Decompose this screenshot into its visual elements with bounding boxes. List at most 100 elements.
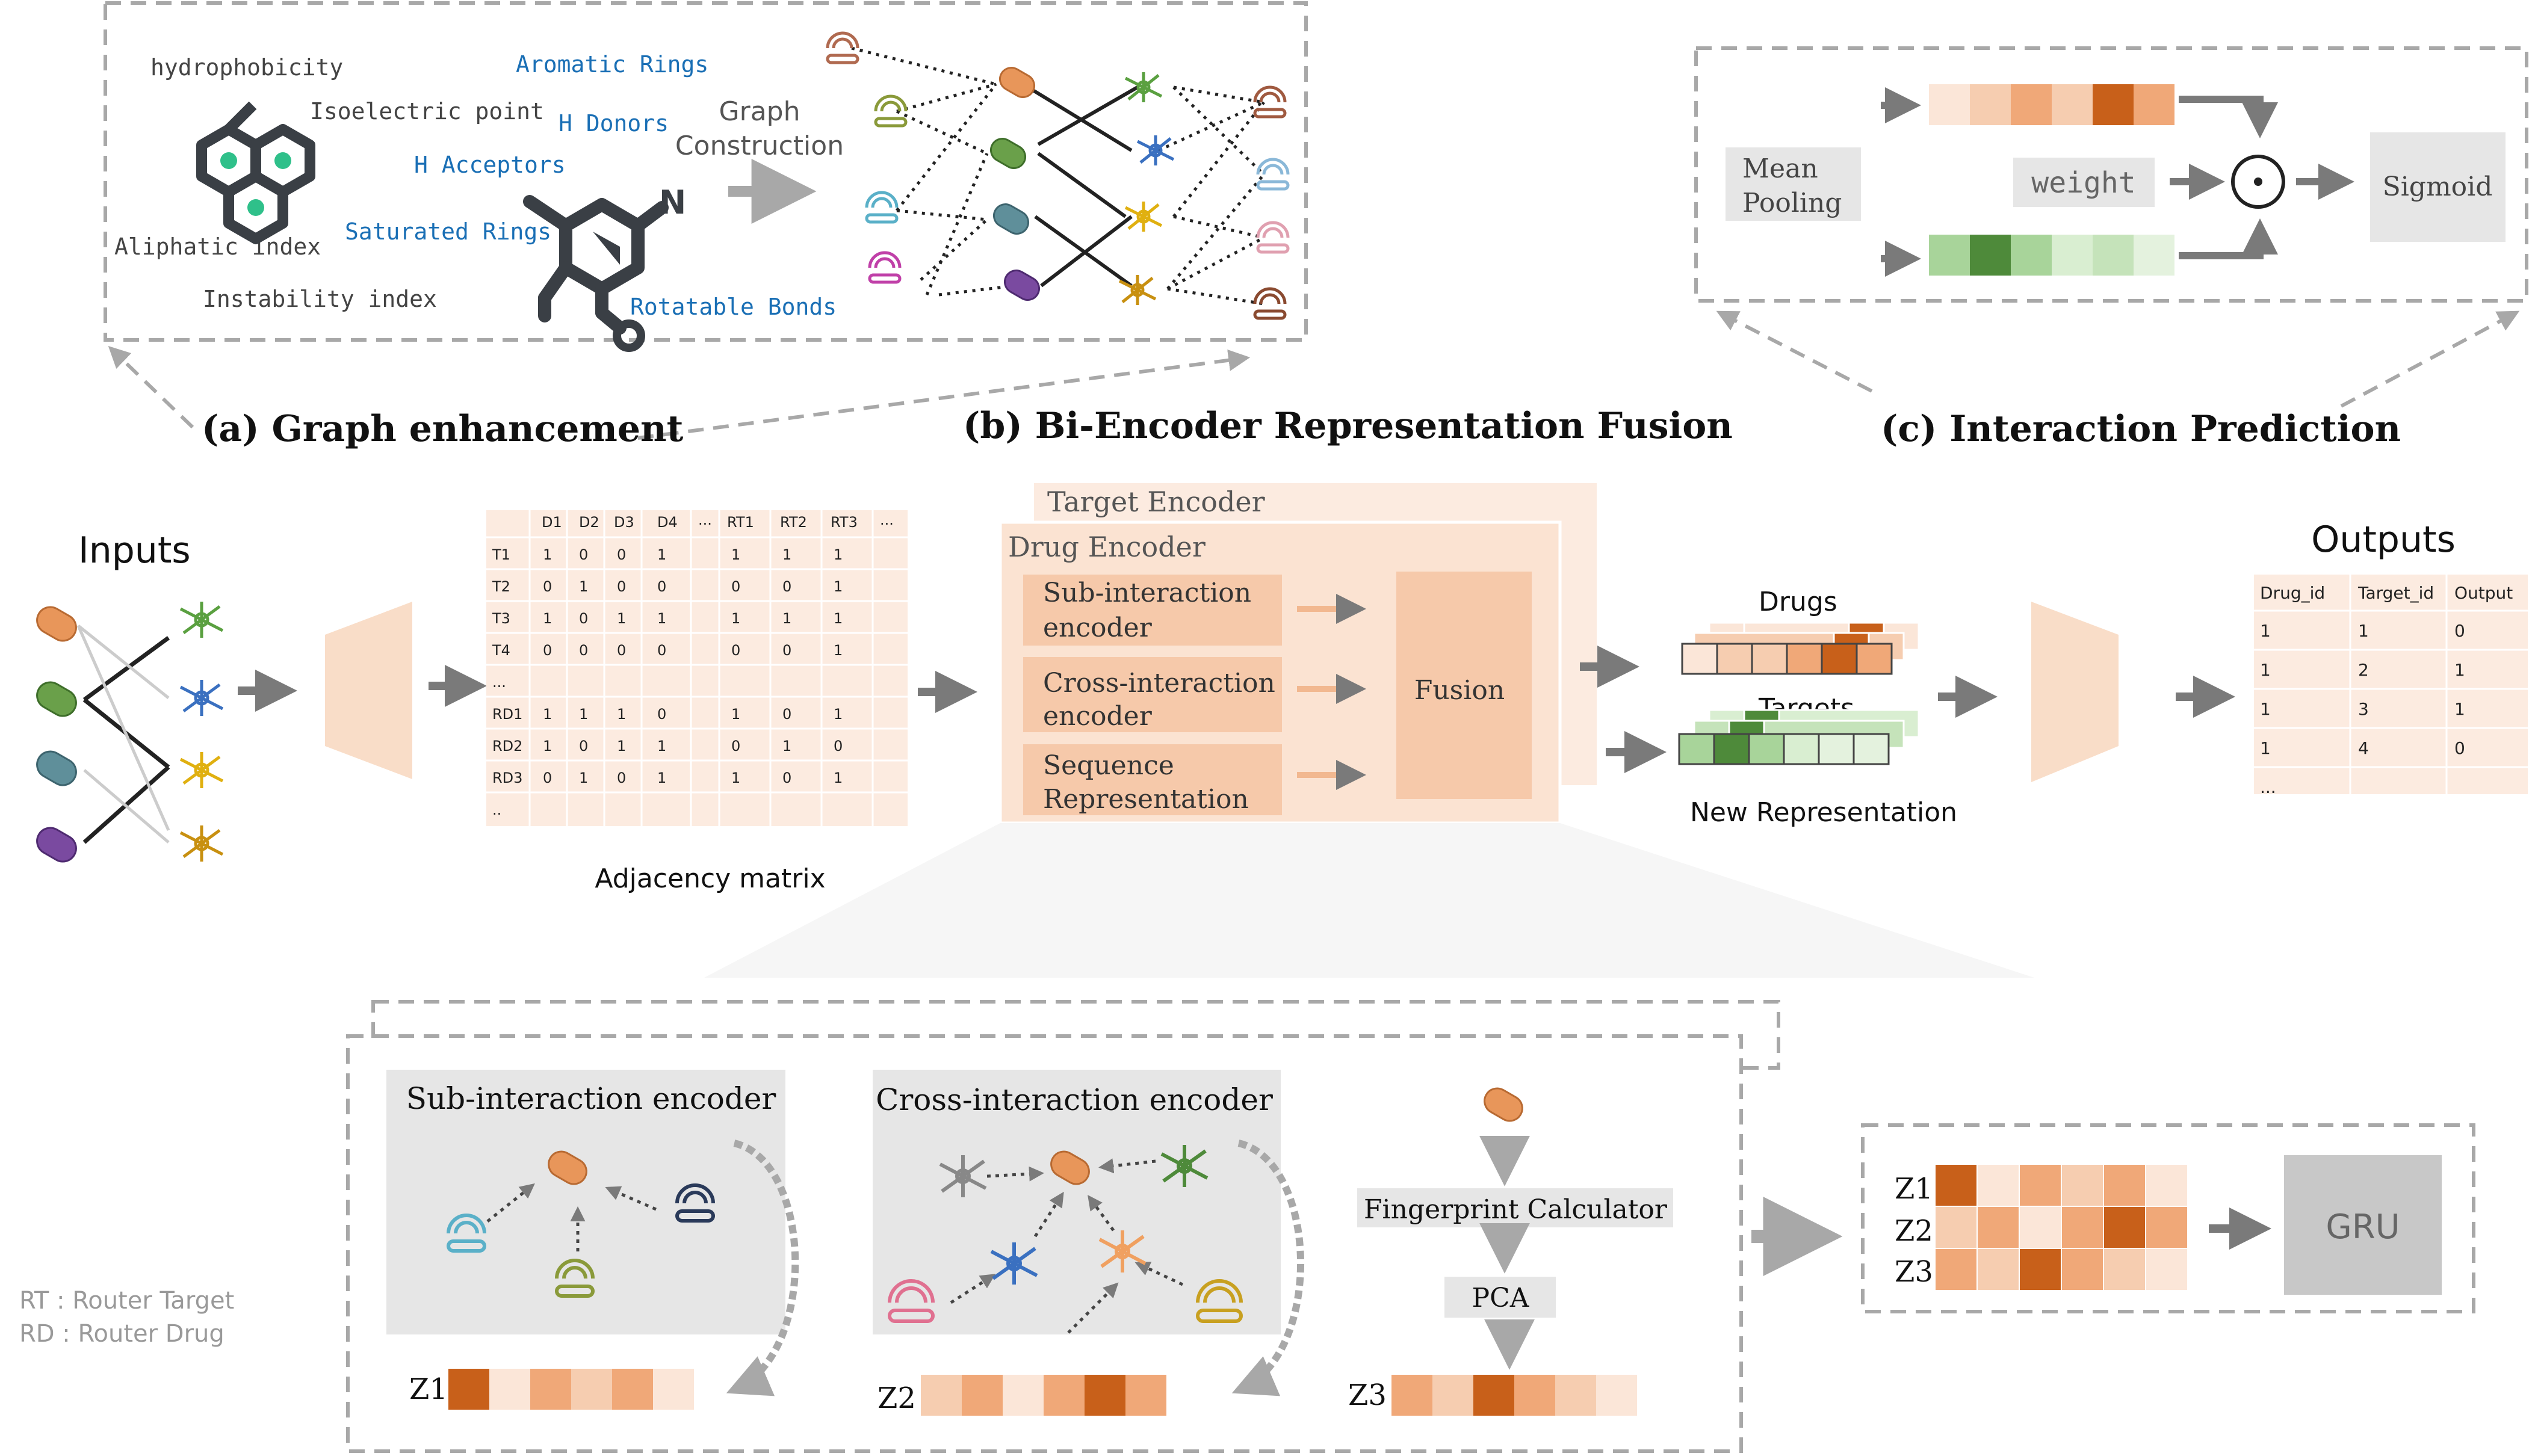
adj-cell: 1: [834, 642, 843, 659]
input-encoder-trapezoid: [325, 602, 412, 779]
gru-stacked-vectors: [1934, 1164, 2188, 1291]
adj-cell: 1: [731, 706, 740, 723]
outputs-cell: 1: [2260, 660, 2271, 680]
panel-a-dashed-box: [104, 1, 1308, 342]
adj-row-label: ..: [492, 801, 501, 818]
input-pill-orange: [36, 606, 77, 642]
outputs-cell: 1: [2260, 738, 2271, 758]
feature-h-donors: H Donors: [559, 110, 669, 137]
cross-encoder-dotted-arrows: [950, 1158, 1184, 1334]
protein-icon-green: [1124, 72, 1163, 102]
outputs-header: Drug_id Target_id Output: [2260, 583, 2513, 603]
router-icon-brown: [826, 31, 859, 64]
fingerprint-calculator-label: Fingerprint Calculator: [1364, 1194, 1668, 1225]
input-pill-purple: [36, 827, 77, 863]
router-icon-magenta: [868, 251, 902, 284]
sub-encoder-curved-arrow: [726, 1140, 799, 1396]
weight-box: [2013, 158, 2155, 207]
fusion-box: [1396, 572, 1532, 799]
adj-cell: 1: [543, 610, 552, 627]
sub-interaction-module: [1023, 575, 1282, 646]
graph-construction-label-1: Graph: [719, 96, 800, 127]
adj-cell: 0: [782, 642, 791, 659]
fusion-label: Fusion: [1414, 675, 1505, 706]
feature-aromatic-rings: Aromatic Rings: [516, 51, 708, 78]
new-representation-label: New Representation: [1690, 797, 1957, 828]
sub-router-icon-olive: [555, 1259, 595, 1298]
router-icon-pink: [1256, 221, 1290, 254]
outputs-cell: 1: [2454, 660, 2465, 680]
sub-encoder-detail-box: [386, 1070, 785, 1334]
outputs-table-bg: [2254, 575, 2528, 794]
feature-hydrophobicity: hydrophobicity: [150, 54, 343, 81]
feature-saturated-rings: Saturated Rings: [345, 218, 551, 245]
adj-cell: 1: [543, 738, 552, 754]
panel-c-interaction-prediction: Mean Pooling weight Sigmoid (c) Interact…: [1694, 46, 2528, 450]
gru-z2-label: Z2: [1895, 1214, 1933, 1248]
adj-cell: 0: [579, 610, 588, 627]
outputs-cell: 3: [2358, 699, 2369, 719]
graph-edges-solid: [1022, 82, 1139, 288]
outputs-cell: 1: [2454, 699, 2465, 719]
cross-router-icon-pink: [888, 1279, 935, 1323]
outputs-cell: 2: [2358, 660, 2369, 680]
adj-cell: 0: [579, 546, 588, 563]
feature-rotatable-bonds: Rotatable Bonds: [630, 294, 837, 320]
sequence-module-label-2: Representation: [1043, 784, 1249, 815]
adj-cell: 1: [834, 770, 843, 786]
adj-cell: 1: [657, 610, 666, 627]
feature-isoelectric-point: Isoelectric point: [310, 98, 544, 125]
adj-cell: 0: [782, 706, 791, 723]
pill-icon-green: [989, 138, 1027, 169]
sub-interaction-module-label-1: Sub-interaction: [1043, 578, 1251, 608]
molecule-atoms-green: [220, 152, 291, 216]
adj-cell: 0: [579, 738, 588, 754]
z2-vector-cross: [921, 1375, 1166, 1416]
gru-label: GRU: [2326, 1208, 2400, 1247]
panel-c-title: (c) Interaction Prediction: [1881, 408, 2401, 450]
panel-c-dashed-box: [1694, 46, 2528, 303]
router-icon-lightblue: [1256, 158, 1290, 191]
mean-pooling-label-1: Mean: [1742, 153, 1818, 184]
adj-cell: 0: [617, 578, 626, 595]
adj-cell: 1: [782, 546, 791, 563]
input-pill-teal: [36, 750, 77, 786]
adj-cell: 0: [731, 738, 740, 754]
router-icon-olive: [874, 94, 908, 128]
graph-edges-dotted: [851, 46, 1265, 306]
cross-router-icon-yellow: [1196, 1279, 1243, 1323]
adj-cell: 0: [782, 770, 791, 786]
dot-product-center: [2254, 177, 2262, 186]
drug-vector: [1929, 84, 2174, 125]
adjacency-header: D1 D2 D3 D4 ... RT1 RT2 RT3 ...: [542, 511, 894, 531]
adj-cell: 0: [617, 546, 626, 563]
gru-dashed-box: [1861, 1123, 2475, 1313]
adj-cell: 1: [782, 738, 791, 754]
fingerprint-calculator-box: [1357, 1188, 1673, 1227]
adj-cell: 0: [657, 706, 666, 723]
zoom-projection: [704, 823, 2034, 978]
cross-protein-blue: [990, 1242, 1038, 1285]
panel-a-graph-enhancement: hydrophobicity Isoelectric point Aliphat…: [104, 1, 1308, 450]
bipartite-graph: [826, 31, 1290, 320]
adj-cell: 1: [543, 706, 552, 723]
sub-encoder-dotted-arrows: [486, 1183, 657, 1251]
adj-cell: 0: [543, 578, 552, 595]
adj-row-label: T3: [492, 610, 510, 627]
panel-c-connector-right: [2340, 310, 2520, 408]
adj-row-label: RD2: [492, 738, 522, 754]
cross-protein-green: [1160, 1145, 1209, 1187]
outputs-cell: 0: [2454, 621, 2465, 641]
adj-header-cell: RT1: [727, 514, 754, 531]
z3-label-pca: Z3: [1348, 1378, 1387, 1412]
pill-icon-orange: [998, 67, 1036, 98]
sub-router-icon-navy: [675, 1183, 715, 1223]
sigmoid-label: Sigmoid: [2383, 171, 2493, 202]
gru-section: Z1 Z2 Z3 GRU: [1861, 1123, 2475, 1313]
outputs-header-cell: Drug_id: [2260, 583, 2325, 603]
input-pill-green: [36, 681, 77, 717]
pill-icons: [989, 67, 1041, 301]
router-icon-darkbrown: [1253, 287, 1287, 320]
